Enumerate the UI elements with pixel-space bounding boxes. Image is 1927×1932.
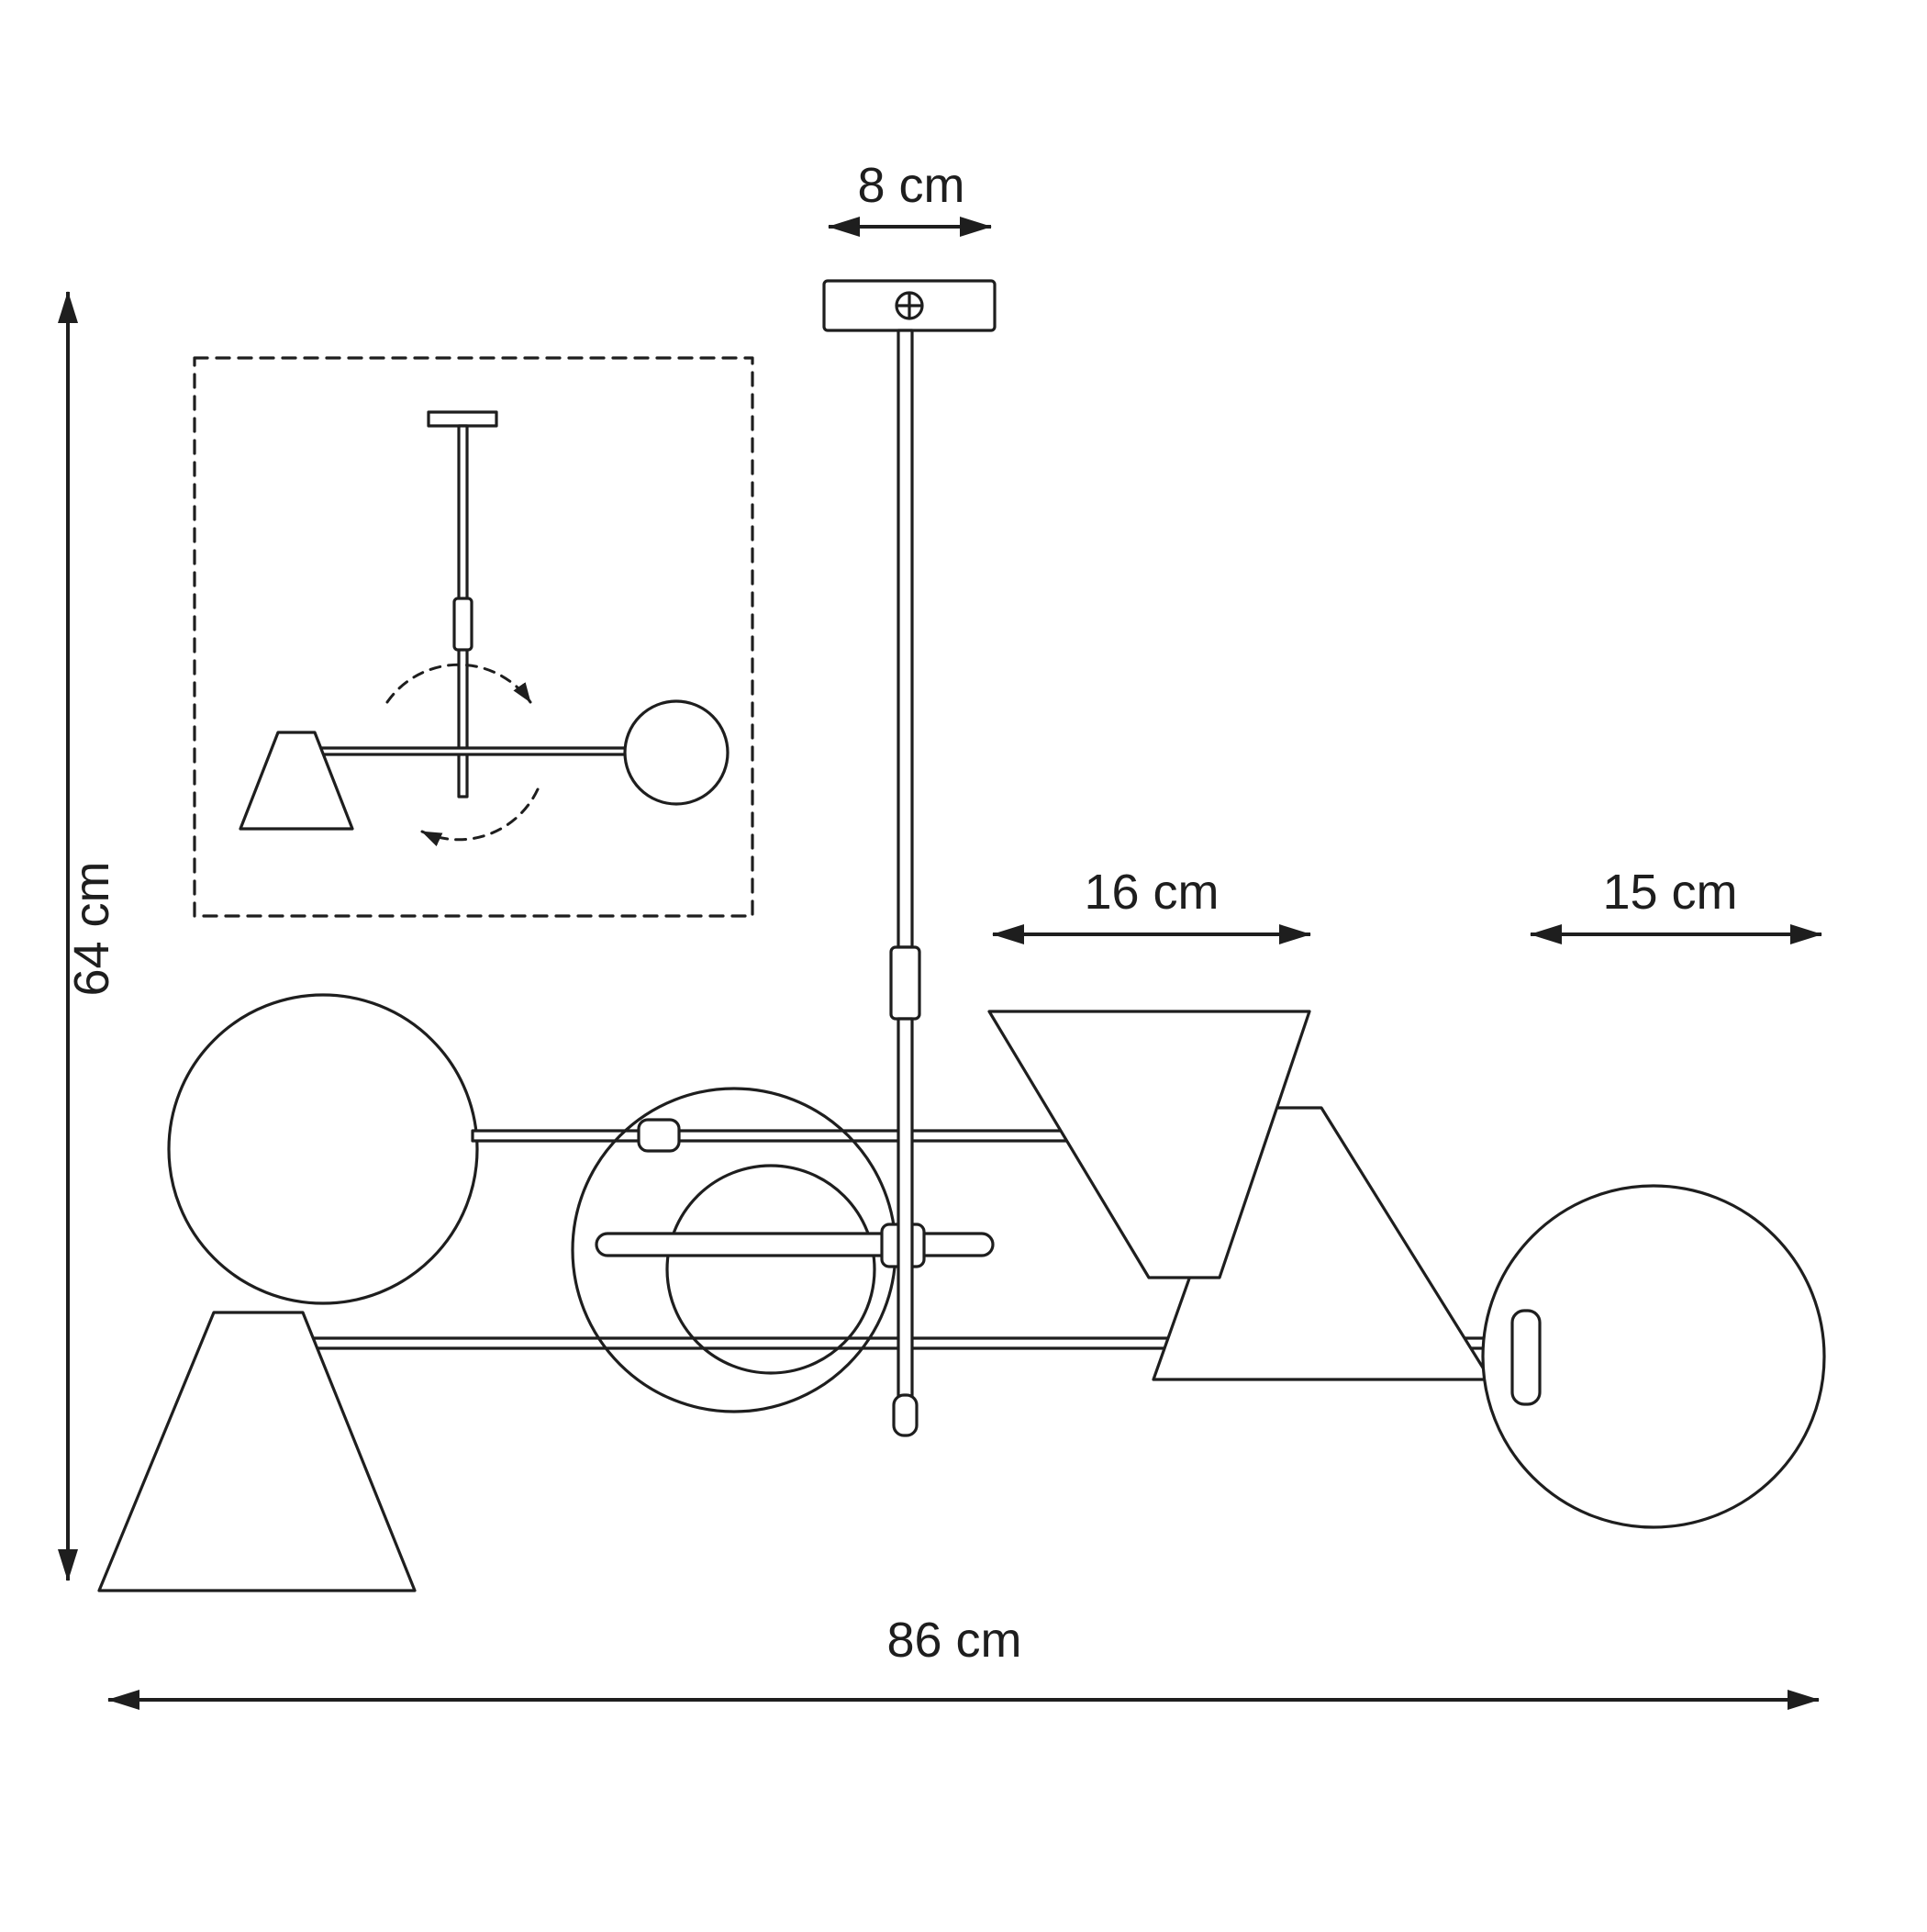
rod-lower-section [897,1017,914,1399]
inset-canopy [427,410,498,428]
right-sphere-shade [1481,1184,1826,1529]
dimension-total-height: 64 cm [58,291,119,1581]
rotation-arrow-bottom [420,787,540,847]
dimension-label-8cm: 8 cm [857,158,964,213]
ceiling-canopy [822,279,997,332]
rod-coupler [889,945,921,1021]
rod-upper-section [897,329,914,949]
rod-end-cap [892,1393,919,1437]
lamp-drawing [97,993,1826,1592]
inverted-cone-shade [987,1010,1311,1279]
inset-rod-coupler [452,597,473,652]
rotation-inset [193,356,754,918]
dimension-canopy-width: 8 cm [828,158,992,237]
inset-border [193,356,754,918]
dimension-label-15cm: 15 cm [1602,865,1737,920]
arm-collar [637,1118,681,1153]
middle-stem [595,1232,995,1257]
disc-shade-inner-sphere [665,1164,876,1375]
dimension-label-64cm: 64 cm [64,861,119,996]
inset-cone-shade [239,731,354,831]
dimension-total-width: 86 cm [107,1613,1820,1710]
upper-arm [471,1129,1142,1143]
left-cone-shade [97,1311,417,1592]
dimension-cone-width: 16 cm [992,865,1311,944]
dimension-label-86cm: 86 cm [886,1613,1021,1668]
inset-arm [306,746,633,756]
dimension-sphere-width: 15 cm [1530,865,1822,944]
hanging-rod-upper [889,329,921,1021]
inset-sphere-shade [623,699,730,806]
rotation-arrow-top [385,663,532,704]
dimension-label-16cm: 16 cm [1084,865,1219,920]
left-sphere-shade [167,993,479,1305]
right-sphere-socket [1510,1309,1542,1406]
